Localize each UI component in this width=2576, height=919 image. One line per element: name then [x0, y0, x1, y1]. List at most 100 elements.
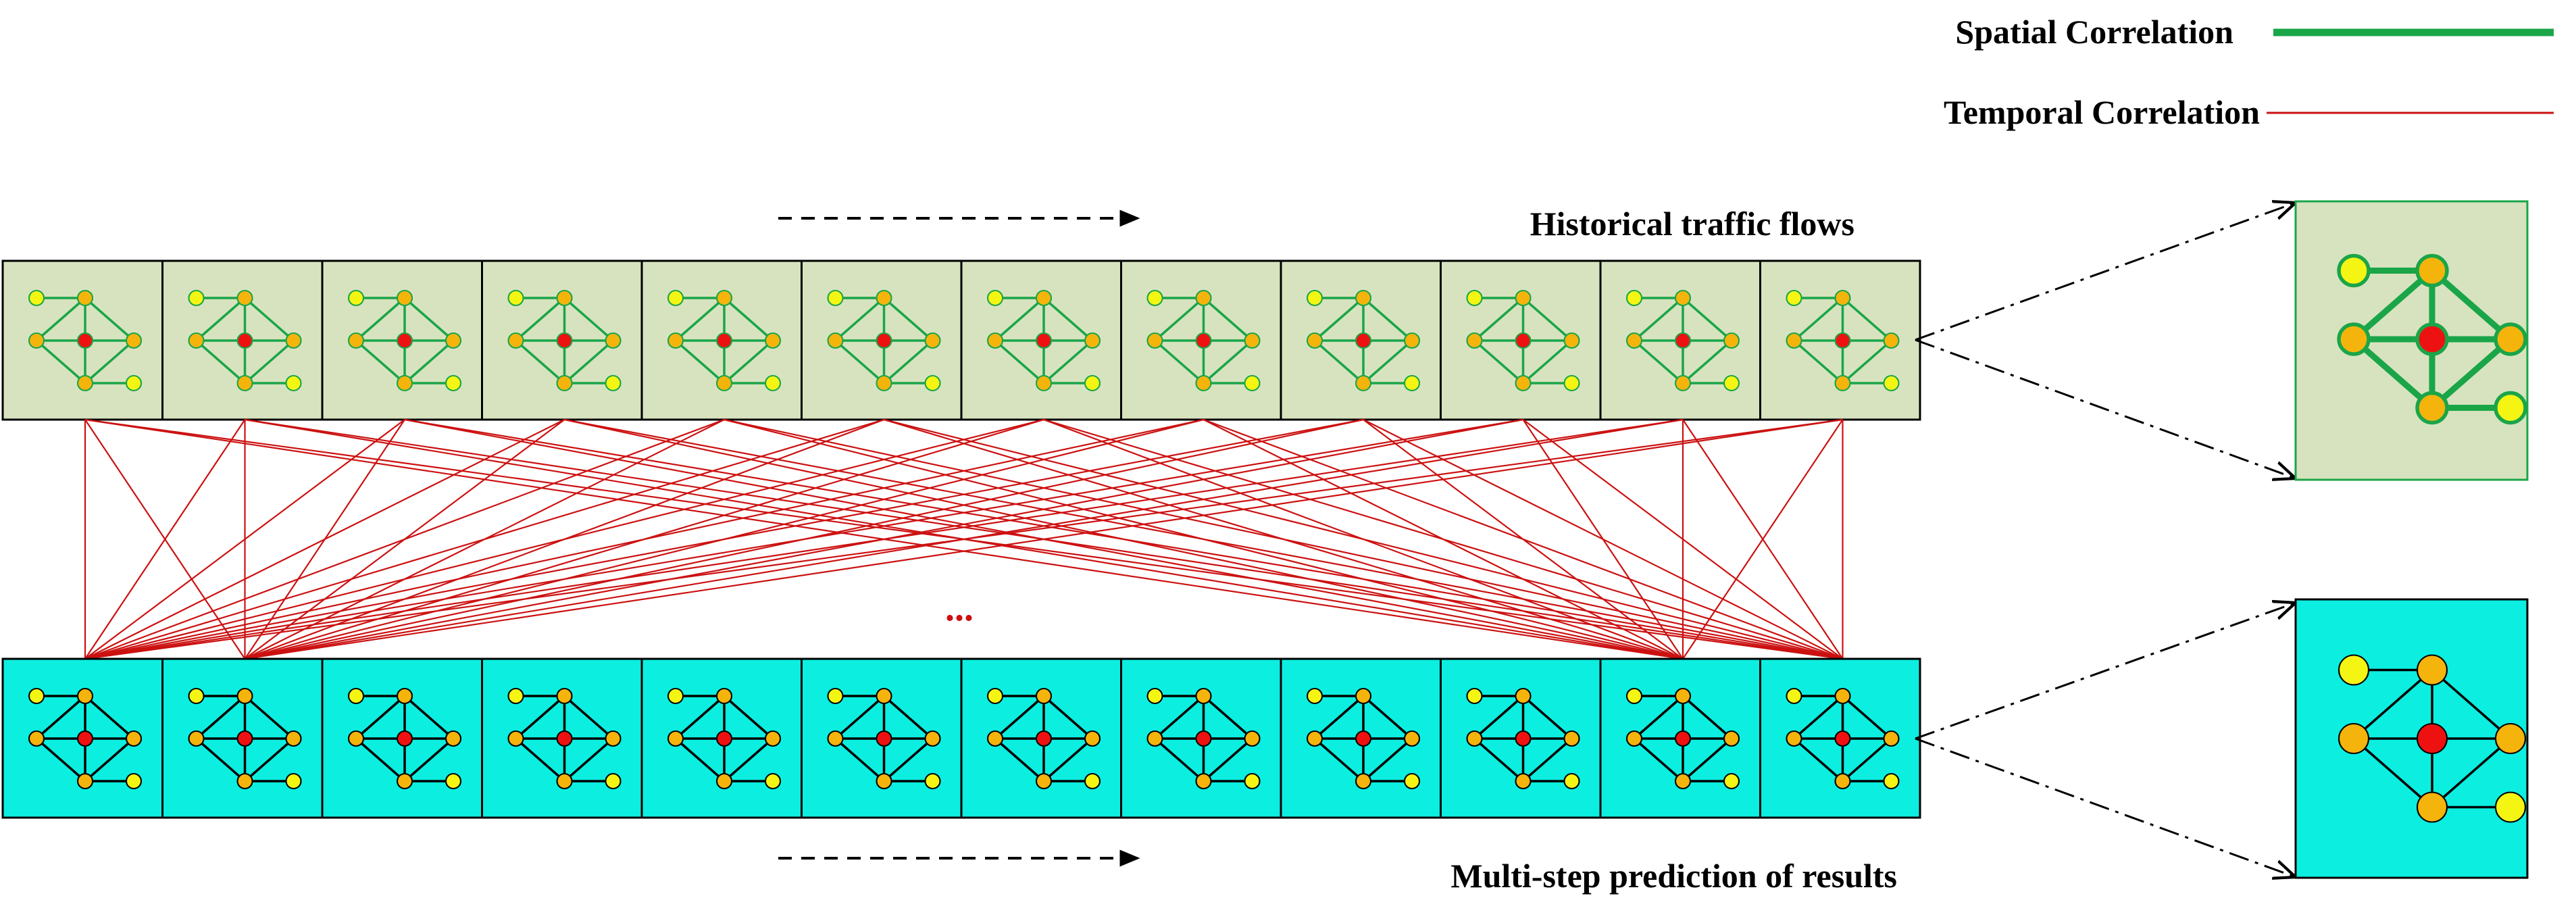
zoomed-prediction-node-ul [2338, 654, 2370, 686]
temporal-line [84, 418, 1044, 660]
zoomed-prediction-frame [2294, 598, 2529, 879]
prediction-frame-6-edge [834, 695, 885, 740]
prediction-frame-5-node-top [715, 687, 733, 705]
historical-frame-2-node-br [285, 374, 302, 392]
historical-frame-11-node-top [1674, 289, 1692, 307]
prediction-frame-6-node-ul [827, 687, 844, 705]
historical-frame-2-node-mid [236, 332, 253, 349]
prediction-frame-6-edge [883, 695, 934, 740]
prediction-frame-1-node-right [125, 730, 143, 747]
historical-frame-3-node-top [396, 289, 413, 307]
prediction-frame-6-node-mid [876, 730, 892, 747]
zoomed-prediction-edge [2431, 737, 2512, 808]
prediction-frame-10-edge [1473, 737, 1524, 783]
prediction-frame-1-node-br [125, 772, 143, 790]
prediction-frame-6-node-left [827, 730, 844, 747]
zoomed-historical-node-bot [2415, 391, 2449, 425]
zoomed-prediction-edge [2431, 669, 2512, 740]
prediction-frame-10-node-br [1563, 772, 1580, 790]
historical-frame-4-node-ul [507, 289, 524, 307]
zoomed-historical-edge [2430, 337, 2512, 410]
historical-frame-1-node-right [125, 332, 143, 349]
historical-frame-5-node-br [764, 374, 782, 392]
historical-frame-3-node-ul [347, 289, 365, 307]
historical-frame-11-node-br [1723, 374, 1740, 392]
historical-frame-11-edge [1633, 339, 1684, 384]
historical-frame-6-edge [883, 339, 934, 384]
historical-frame-1-node-bot [76, 374, 94, 392]
prediction-frame-8-edge [1154, 695, 1205, 740]
prediction-frame-7-node-top [1035, 687, 1053, 705]
historical-frame-6-node-mid [876, 332, 892, 349]
prediction-frame-1-node-top [76, 687, 94, 705]
historical-frame-1-edge [35, 297, 86, 342]
prediction-frame-1-node-bot [76, 772, 94, 790]
historical-frame-10-node-right [1563, 332, 1580, 349]
historical-frame-7-node-right [1084, 332, 1101, 349]
prediction-frame-3-node-top [396, 687, 413, 705]
historical-frame-4-node-left [507, 332, 524, 349]
historical-frame-10-edge [1473, 339, 1524, 384]
historical-frame-8-node-ul [1146, 289, 1163, 307]
temporal-line [84, 418, 1204, 660]
prediction-frame-4-node-ul [507, 687, 524, 705]
prediction-frame-5-node-bot [715, 772, 733, 790]
ellipsis: ... [945, 587, 974, 629]
historical-frame-6-edge [834, 297, 885, 342]
historical-frame-10-node-ul [1466, 289, 1483, 307]
historical-frame-7-node-mid [1035, 332, 1053, 349]
prediction-frame-5-edge [674, 737, 726, 783]
historical-frame-8-node-left [1146, 332, 1163, 349]
zoomed-prediction-edge [2352, 669, 2433, 740]
prediction-frame-5-node-ul [667, 687, 684, 705]
prediction-frame-6-node-bot [876, 772, 892, 790]
historical-frame-3-node-bot [396, 374, 413, 392]
prediction-frame-7-node-bot [1035, 772, 1053, 790]
historical-frame-3-node-right [445, 332, 462, 349]
historical-frame-8-edge [1154, 339, 1205, 384]
zoomed-prediction-node-br [2494, 791, 2527, 823]
prediction-frame-11-edge [1682, 695, 1733, 740]
historical-frame-10-node-top [1515, 289, 1532, 307]
historical-frame-1-edge [84, 297, 135, 342]
historical-frame-6-node-ul [827, 289, 844, 307]
prediction-frame-8-edge [1154, 737, 1205, 783]
historical-frame-4-edge [563, 339, 614, 384]
zoomed-prediction-node-right [2494, 722, 2527, 755]
historical-frame-11-node-mid [1674, 332, 1692, 349]
historical-frame-12-edge [1842, 339, 1892, 384]
historical-frame-9-node-top [1355, 289, 1372, 307]
prediction-frame-10-edge [1473, 695, 1524, 740]
temporal-correlation-lines [84, 418, 1844, 660]
temporal-line [84, 419, 565, 660]
prediction-frame-3-node-br [445, 772, 462, 790]
prediction-frame-10-node-mid [1515, 730, 1532, 747]
prediction-frame-9-node-bot [1355, 772, 1372, 790]
historical-frame-9-node-br [1403, 374, 1421, 392]
zoomed-historical-edge [2430, 268, 2512, 342]
zoomed-historical-edge [2352, 268, 2434, 342]
historical-frame-4-node-top [556, 289, 573, 307]
historical-frame-12-node-top [1834, 289, 1851, 307]
prediction-frame-8-edge [1203, 737, 1253, 783]
prediction-frame-9-node-right [1403, 730, 1421, 747]
prediction-frame-11-node-bot [1674, 772, 1692, 790]
historical-frame-11-node-right [1723, 332, 1740, 349]
historical-frame-5-node-top [715, 289, 733, 307]
prediction-frame-4-node-bot [556, 772, 573, 790]
prediction-frame-2-edge [195, 737, 246, 783]
prediction-frame-10-edge [1522, 695, 1573, 740]
historical-frame-5-node-mid [715, 332, 733, 349]
prediction-frame-3-edge [355, 695, 406, 740]
historical-frame-4-node-bot [556, 374, 573, 392]
prediction-frame-10-edge [1522, 737, 1573, 783]
prediction-frame-6-node-top [876, 687, 892, 705]
historical-label: Historical traffic flows [1530, 205, 1854, 243]
zoomed-prediction-node-bot [2416, 791, 2448, 823]
historical-frame-12-node-bot [1834, 374, 1851, 392]
historical-frame-3-node-left [347, 332, 365, 349]
prediction-frame-10-node-top [1515, 687, 1532, 705]
zoomed-historical-node-br [2494, 391, 2527, 425]
prediction-frame-2-node-ul [188, 687, 205, 705]
historical-frame-1-node-ul [28, 289, 45, 307]
